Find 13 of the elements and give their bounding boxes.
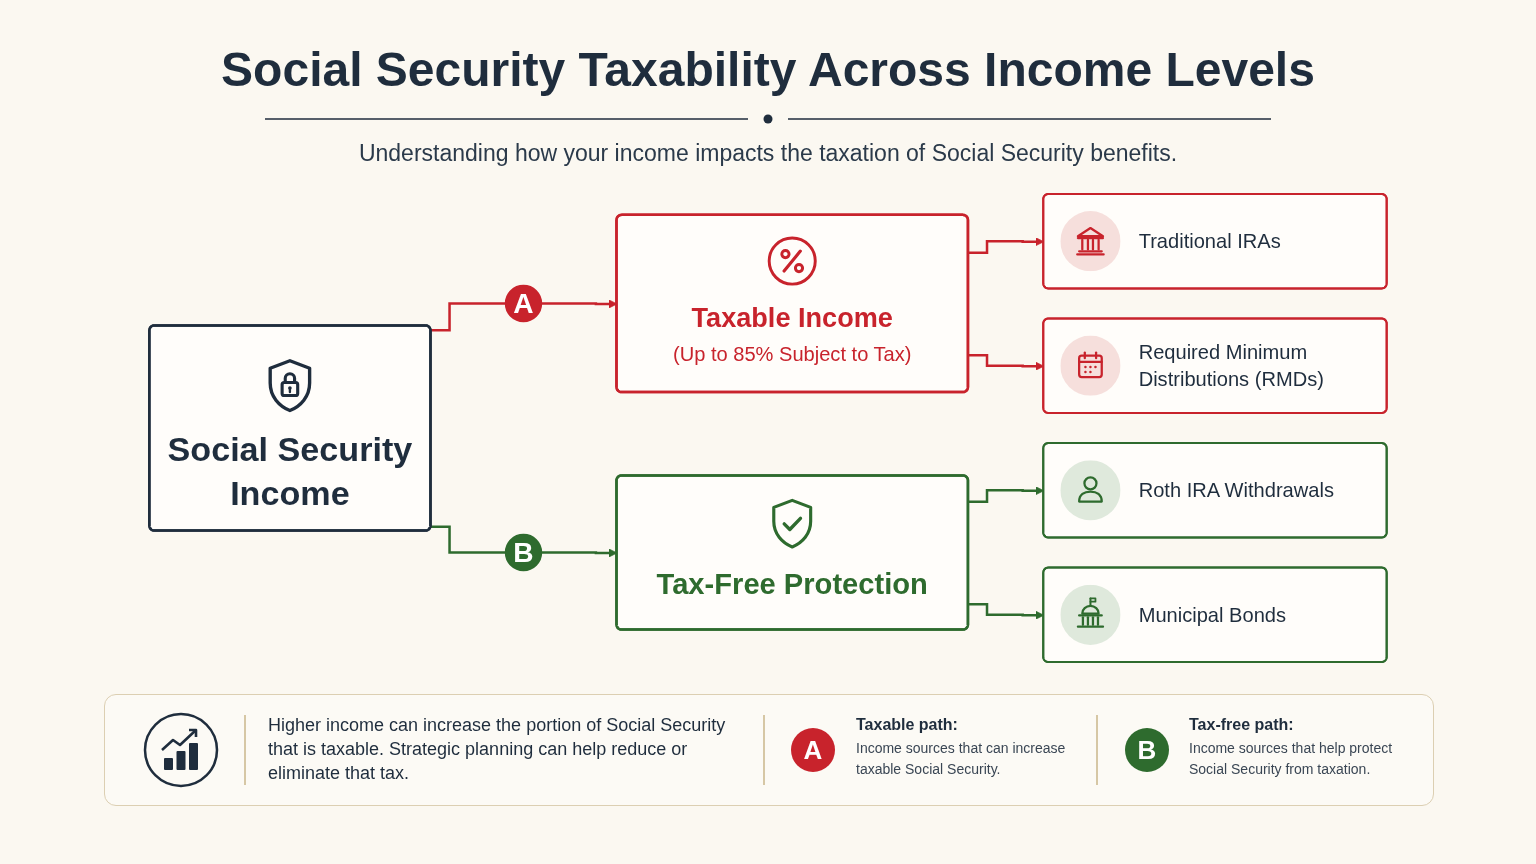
title: Social Security Taxability Across Income Levels (221, 42, 1315, 98)
subtitle: Understanding how your income impacts the taxation of Social Security benefits. (358, 139, 1178, 168)
connector (430, 302, 506, 332)
node-circle: A (504, 284, 543, 323)
legend-text: Income sources that can increase taxable Social Security. (856, 739, 1067, 779)
legend-text: Income sources that help protect Social Security from taxation. (1189, 739, 1394, 779)
legend-heading: Tax-free path: (1189, 715, 1294, 735)
note-text: Higher income can increase the portion of Social Security that is taxable. Strategic planning can help reduce or eliminate that tax. (268, 714, 727, 785)
path-badge: A (791, 728, 835, 772)
legend-heading: Taxable path: (856, 715, 958, 735)
node-circle: B (504, 533, 543, 572)
connector (430, 525, 506, 554)
path-badge: B (1125, 728, 1169, 772)
